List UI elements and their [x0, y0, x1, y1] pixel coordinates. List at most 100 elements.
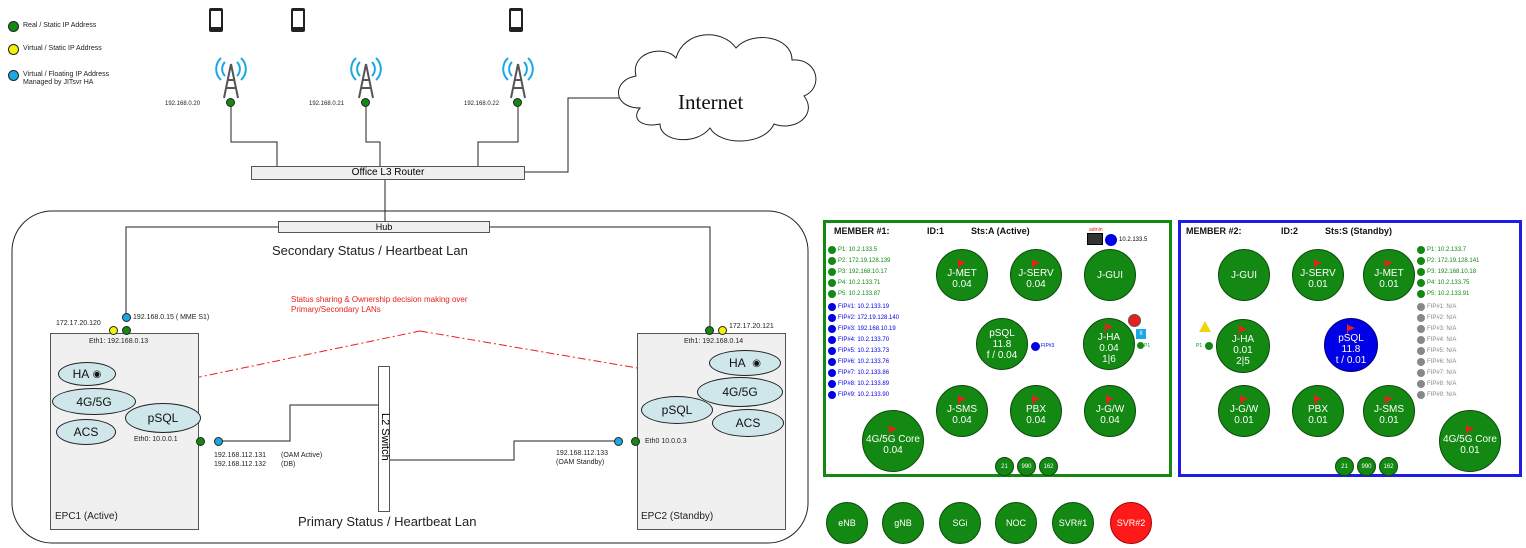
flag-icon — [1384, 395, 1393, 405]
ip-row: FIP#4: N/A — [1417, 336, 1456, 344]
secondary-lan-label: Secondary Status / Heartbeat Lan — [272, 243, 468, 258]
ip-label: P5: 10.2.133.91 — [1427, 291, 1470, 297]
epc1-oam-dot — [214, 437, 223, 446]
ip-dot — [828, 257, 836, 265]
pause-badge[interactable]: II — [1136, 329, 1146, 339]
ip-label: FIP#6: 10.2.133.76 — [838, 359, 890, 365]
member1-status: Sts:A (Active) — [971, 226, 1030, 236]
ip-row: P3: 192.168.10.17 — [828, 268, 887, 276]
member2-counter[interactable]: 162 — [1379, 457, 1398, 476]
node-value: 0.04 — [1100, 415, 1120, 426]
ip-row: FIP#3: N/A — [1417, 325, 1456, 333]
sgi-button[interactable]: SGi — [939, 502, 981, 544]
ip-dot — [828, 279, 836, 287]
node-value: 11.8 — [992, 338, 1012, 350]
node-value: 0.01 — [1308, 279, 1328, 290]
epc1-oam-ip2: 192.168.112.132 — [214, 461, 267, 468]
ip-row: FIP#6: N/A — [1417, 358, 1456, 366]
member2-node-jgui[interactable]: J-GUI — [1218, 249, 1270, 301]
node-name: J-HA — [1097, 331, 1121, 343]
ip-label: P2: 172.19.128.139 — [838, 258, 891, 264]
ip-row: P1: 10.2.133.5 — [828, 246, 877, 254]
member1-counter[interactable]: 21 — [995, 457, 1014, 476]
ip-dot — [1417, 358, 1425, 366]
ip-row: P5: 10.2.133.91 — [1417, 290, 1469, 298]
epc2-oam-label: (OAM Standby) — [556, 459, 605, 466]
ip-label: FIP#1: 10.2.133.19 — [838, 304, 890, 310]
warning-icon[interactable] — [1199, 321, 1211, 332]
svr2-button[interactable]: SVR#2 — [1110, 502, 1152, 544]
ip-row: FIP#3: 192.168.10.19 — [828, 325, 896, 333]
ip-row: FIP#5: 10.2.133.73 — [828, 347, 889, 355]
ip-row: P5: 10.2.133.87 — [828, 290, 880, 298]
node-name: J-SERV — [1300, 268, 1336, 279]
gui-ip-label: 10.2.133.5 — [1119, 237, 1148, 243]
node-name: J-HA — [1231, 333, 1255, 345]
ip-row: FIP#5: N/A — [1417, 347, 1456, 355]
node-value: 0.04 — [952, 279, 972, 290]
member1-counter[interactable]: 990 — [1017, 457, 1036, 476]
member2-id: ID:2 — [1281, 226, 1299, 236]
tower-ip-dot — [226, 98, 235, 107]
p1-small-label: P1 — [1196, 343, 1203, 349]
node-name: J-SMS — [1374, 404, 1404, 415]
ip-dot — [828, 268, 836, 276]
epc2-virtual-ip-dot — [718, 326, 727, 335]
ip-dot — [828, 290, 836, 298]
node-name: pSQL — [1338, 332, 1364, 344]
member2-counter[interactable]: 990 — [1357, 457, 1376, 476]
legend-floating-label-2: Managed by JITsvr HA — [23, 79, 94, 86]
svr1-button[interactable]: SVR#1 — [1052, 502, 1094, 544]
enb-button[interactable]: eNB — [826, 502, 868, 544]
ip-label: FIP#9: 10.2.133.90 — [838, 392, 890, 398]
member1-id: ID:1 — [927, 226, 945, 236]
epc2-4g5g: 4G/5G — [697, 377, 783, 407]
epc1-acs: ACS — [56, 419, 116, 445]
node-value: 0.01 — [1234, 415, 1254, 426]
gnb-button[interactable]: gNB — [882, 502, 924, 544]
epc2-real-ip-dot — [705, 326, 714, 335]
legend-virtual-dot — [8, 44, 19, 55]
laptop-icon[interactable] — [1087, 233, 1103, 245]
epc1-virtual-ip-dot — [109, 326, 118, 335]
member1-node-jgui[interactable]: J-GUI — [1084, 249, 1136, 301]
epc2-psql: pSQL — [641, 396, 713, 424]
ip-label: P1: 10.2.133.5 — [838, 247, 878, 253]
ip-dot — [1417, 336, 1425, 344]
phone-icon — [209, 8, 223, 32]
ip-label: FIP#5: N/A — [1427, 348, 1457, 354]
primary-lan-label: Primary Status / Heartbeat Lan — [298, 514, 477, 529]
flag-icon — [957, 395, 966, 405]
admin-label: admin — [1089, 227, 1103, 233]
member1-counter[interactable]: 162 — [1039, 457, 1058, 476]
alarm-icon[interactable] — [1128, 314, 1141, 327]
ip-row: FIP#9: 10.2.133.90 — [828, 391, 889, 399]
epc1-title: EPC1 (Active) — [55, 511, 118, 522]
member2-counter[interactable]: 21 — [1335, 457, 1354, 476]
node-value: 11.8 — [1341, 343, 1361, 355]
ip-label: FIP#8: N/A — [1427, 381, 1457, 387]
noc-button[interactable]: NOC — [995, 502, 1037, 544]
tower-ip-label: 192.168.0.22 — [464, 101, 500, 107]
legend-real-label: Real / Static IP Address — [23, 22, 97, 29]
fip-dot — [1031, 342, 1040, 351]
fip-small-label: FIP#3 — [1041, 343, 1055, 349]
ip-dot — [1417, 380, 1425, 388]
